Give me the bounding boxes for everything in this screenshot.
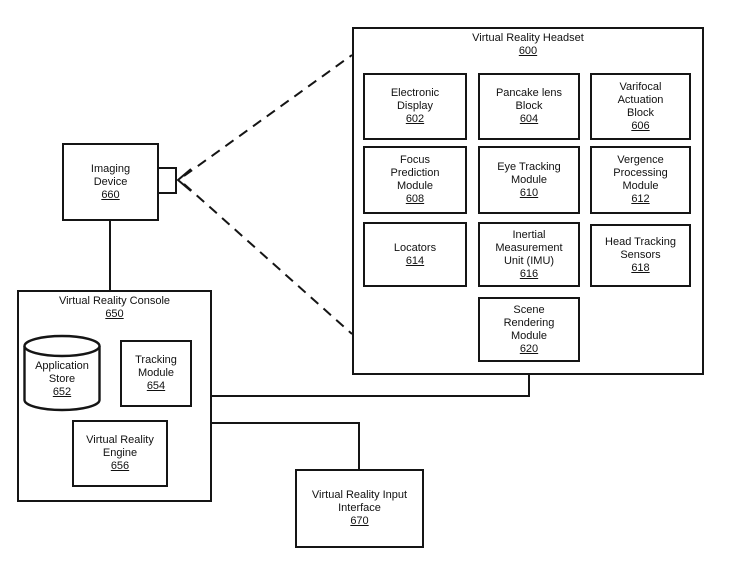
- vr-engine-number: 656: [110, 460, 130, 472]
- dashed-sightline-lower: [183, 183, 353, 335]
- module-pancake-lens-block: Pancake lens Block 604: [478, 73, 580, 140]
- module-eye-tracking: Eye Tracking Module 610: [478, 146, 580, 214]
- module-vergence-processing: Vergence Processing Module 612: [590, 146, 691, 214]
- module-label: Varifocal Actuation Block: [617, 80, 664, 119]
- input-interface-box: Virtual Reality Input Interface 670: [295, 469, 424, 548]
- module-number: 620: [519, 342, 539, 355]
- module-label: Focus Prediction Module: [390, 154, 440, 192]
- vr-engine-label: Virtual Reality Engine: [86, 434, 154, 459]
- headset-title: Virtual Reality Headset 600: [352, 32, 704, 58]
- connector-console-to-headset: [211, 374, 530, 397]
- module-label: Inertial Measurement Unit (IMU): [495, 228, 563, 267]
- connector-console-to-input-interface: [211, 422, 360, 470]
- module-head-tracking-sensors: Head Tracking Sensors 618: [590, 224, 691, 287]
- dashed-sightline-upper: [183, 54, 353, 177]
- console-title-label: Virtual Reality Console: [58, 295, 171, 307]
- module-label: Scene Rendering Module: [503, 303, 555, 342]
- module-number: 608: [405, 193, 425, 205]
- imaging-device-label: Imaging Device: [90, 162, 131, 188]
- module-locators: Locators 614: [363, 222, 467, 287]
- console-number: 650: [105, 308, 124, 320]
- module-label: Eye Tracking Module: [497, 160, 561, 186]
- module-inertial-measurement-unit: Inertial Measurement Unit (IMU) 616: [478, 222, 580, 287]
- input-interface-label: Virtual Reality Input Interface: [311, 489, 408, 514]
- tracking-module-label: Tracking Module: [135, 354, 177, 379]
- module-label: Locators: [393, 241, 437, 254]
- headset-title-label: Virtual Reality Headset: [472, 32, 584, 44]
- application-store-number: 652: [52, 386, 72, 398]
- module-scene-rendering: Scene Rendering Module 620: [478, 297, 580, 362]
- application-store: Application Store 652: [23, 360, 101, 399]
- input-interface-number: 670: [350, 515, 369, 527]
- application-store-label: Application Store: [35, 360, 89, 385]
- module-varifocal-actuation-block: Varifocal Actuation Block 606: [590, 73, 691, 140]
- module-label: Pancake lens Block: [495, 87, 563, 112]
- imaging-device-box: Imaging Device 660: [62, 143, 159, 221]
- console-title: Virtual Reality Console 650: [17, 295, 212, 321]
- module-label: Head Tracking Sensors: [605, 236, 676, 261]
- module-number: 616: [519, 267, 539, 280]
- imaging-device-lens: [157, 167, 177, 194]
- tracking-module-number: 654: [146, 380, 166, 392]
- application-store-cylinder-icon: [23, 334, 101, 412]
- module-electronic-display: Electronic Display 602: [363, 73, 467, 140]
- headset-box: [352, 27, 704, 375]
- module-label: Vergence Processing Module: [613, 154, 668, 192]
- module-label: Electronic Display: [390, 87, 440, 112]
- tracking-module-box: Tracking Module 654: [120, 340, 192, 407]
- module-number: 602: [405, 113, 425, 125]
- module-number: 614: [405, 254, 425, 267]
- module-number: 606: [631, 119, 650, 132]
- imaging-device-number: 660: [101, 188, 120, 201]
- headset-number: 600: [518, 45, 538, 57]
- module-number: 612: [631, 193, 650, 205]
- module-number: 610: [519, 186, 539, 199]
- console-box: [17, 290, 212, 502]
- vr-engine-box: Virtual Reality Engine 656: [72, 420, 168, 487]
- module-focus-prediction: Focus Prediction Module 608: [363, 146, 467, 214]
- module-number: 618: [631, 262, 650, 274]
- module-number: 604: [519, 113, 539, 125]
